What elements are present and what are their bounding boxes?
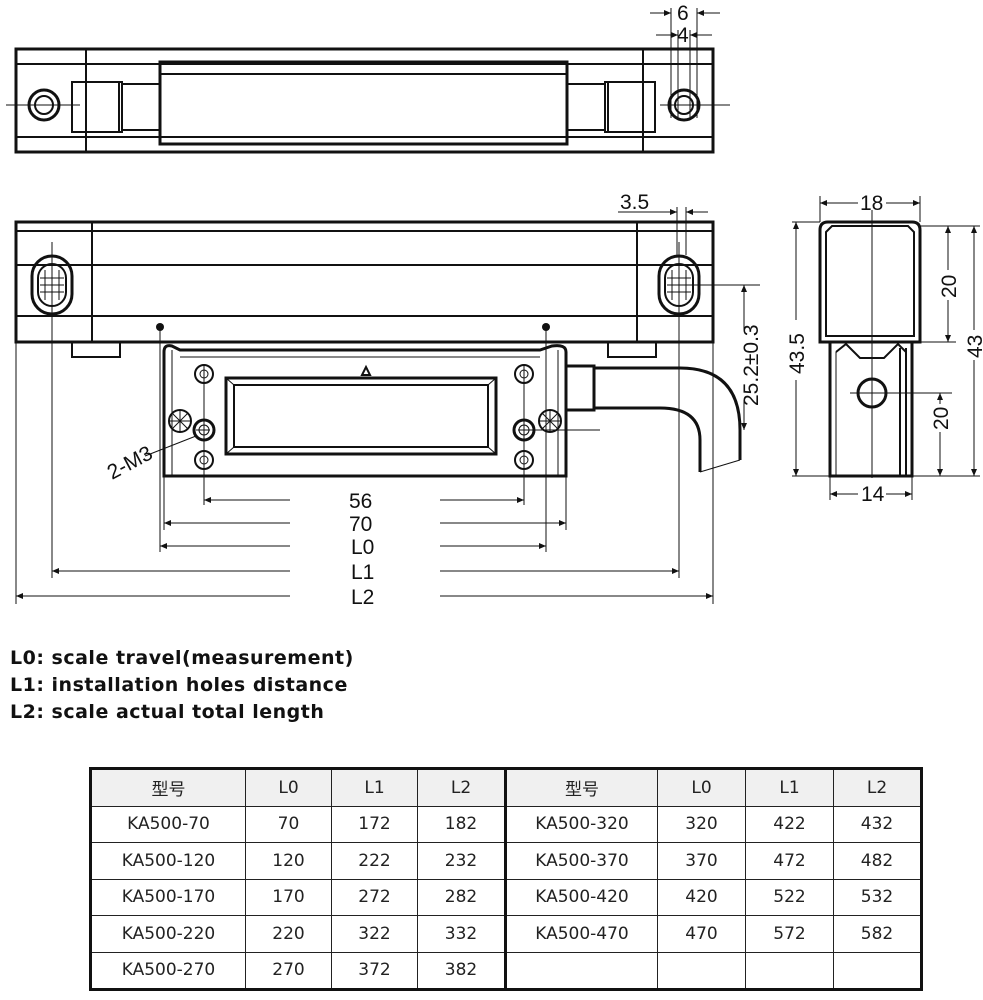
table-cell-value: 272 (331, 878, 418, 916)
table-cell-model: KA500-370 (504, 842, 658, 880)
table-cell-value: 432 (833, 805, 922, 843)
dim-70-label: 70 (349, 513, 372, 536)
dim-43-5-label: 43.5 (786, 333, 809, 374)
dim-20-bottom-label: 20 (930, 407, 953, 430)
header-l1: L1 (745, 768, 834, 807)
table-cell-value (833, 951, 922, 990)
dim-18-label: 18 (860, 192, 883, 215)
table-cell-value: 222 (331, 842, 418, 880)
table-cell-value: 232 (417, 842, 506, 880)
table-cell-value (745, 951, 834, 990)
table-cell-value: 282 (417, 878, 506, 916)
table-cell-value: 120 (245, 842, 332, 880)
table-cell-model (504, 951, 658, 990)
table-cell-model: KA500-470 (504, 915, 658, 953)
table-cell-value: 332 (417, 915, 506, 953)
table-cell-value: 370 (657, 842, 746, 880)
dim-14-label: 14 (861, 483, 885, 506)
header-model: 型号 (90, 768, 246, 807)
header-l2: L2 (417, 768, 506, 807)
table-cell-value: 572 (745, 915, 834, 953)
cable (566, 364, 596, 412)
table-cell-value: 422 (745, 805, 834, 843)
table-cell-model: KA500-170 (90, 878, 246, 916)
legend: L0: scale travel(measurement) L1: instal… (10, 645, 354, 726)
dim-4-label: 4 (677, 24, 689, 47)
dim-43-label: 43 (964, 335, 983, 358)
header-l0: L0 (657, 768, 746, 807)
table-cell-value: 482 (833, 842, 922, 880)
table-cell-value: 420 (657, 878, 746, 916)
table-cell-value: 532 (833, 878, 922, 916)
table-cell-value: 320 (657, 805, 746, 843)
table-cell-value: 270 (245, 951, 332, 990)
dim-25-2-label: 25.2±0.3 (740, 324, 763, 406)
table-cell-value: 472 (745, 842, 834, 880)
table-cell-model: KA500-420 (504, 878, 658, 916)
header-l2: L2 (833, 768, 922, 807)
table-cell-value: 522 (745, 878, 834, 916)
table-cell-value: 382 (417, 951, 506, 990)
table-cell-value: 70 (245, 805, 332, 843)
table-cell-value: 220 (245, 915, 332, 953)
legend-l2: L2: scale actual total length (10, 701, 325, 723)
table-cell-value (657, 951, 746, 990)
table-header-row: 型号 L0 L1 L2 型号 L0 L1 L2 (90, 768, 922, 807)
table-cell-model: KA500-70 (90, 805, 246, 843)
header-l1: L1 (331, 768, 418, 807)
dim-56-label: 56 (349, 490, 372, 513)
table-cell-model: KA500-120 (90, 842, 246, 880)
side-view: 18 14 43.5 20 43 20 (786, 192, 983, 506)
dim-6-label: 6 (677, 2, 689, 25)
table-cell-value: 182 (417, 805, 506, 843)
legend-l0: L0: scale travel(measurement) (10, 647, 354, 669)
legend-l1: L1: installation holes distance (10, 674, 348, 696)
table-cell-value: 372 (331, 951, 418, 990)
dim-L1-label: L1 (351, 561, 374, 584)
table-cell-value: 170 (245, 878, 332, 916)
table-cell-model: KA500-220 (90, 915, 246, 953)
header-l0: L0 (245, 768, 332, 807)
table-cell-value: 582 (833, 915, 922, 953)
table-cell-value: 470 (657, 915, 746, 953)
dim-L2-label: L2 (351, 586, 374, 609)
table-cell-model: KA500-320 (504, 805, 658, 843)
dim-L0-label: L0 (351, 536, 374, 559)
front-view: 56 70 L0 L1 L2 2-M3 3.5 25.2±0.3 (14, 191, 763, 609)
dim-2m3-label: 2-M3 (104, 442, 157, 485)
table-cell-model: KA500-270 (90, 951, 246, 990)
header-model: 型号 (504, 768, 658, 807)
top-view: 6 4 (6, 2, 730, 154)
dim-3-5-label: 3.5 (620, 191, 649, 214)
dim-20-top-label: 20 (938, 275, 961, 298)
table-cell-value: 322 (331, 915, 418, 953)
table-cell-value: 172 (331, 805, 418, 843)
technical-drawing: 6 4 (6, 2, 983, 609)
